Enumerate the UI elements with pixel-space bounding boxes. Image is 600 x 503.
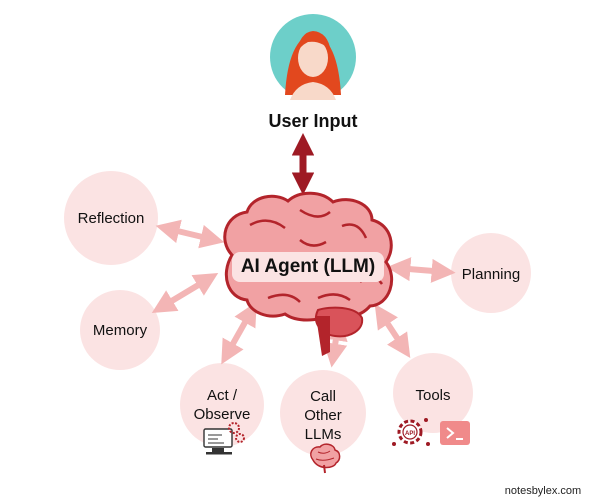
node-reflection-label: Reflection	[77, 210, 145, 227]
terminal-icon	[440, 421, 470, 445]
node-call-circle	[280, 370, 366, 456]
node-planning-label: Planning	[461, 266, 521, 283]
node-memory-label: Memory	[92, 322, 148, 339]
node-reflection-circle	[64, 171, 158, 265]
node-planning-circle	[451, 233, 531, 313]
node-act-circle	[180, 363, 264, 447]
api-gear-icon: API	[392, 418, 430, 446]
svg-text:API: API	[405, 431, 415, 437]
computer-gears-icon	[203, 422, 245, 455]
node-act-label: Act / Observe	[193, 387, 251, 423]
node-memory-circle	[80, 290, 160, 370]
ai-agent-label: AI Agent (LLM)	[232, 252, 384, 282]
arrow-tools	[374, 303, 411, 359]
user-avatar-icon	[270, 14, 356, 100]
node-tools-label: Tools	[415, 387, 451, 404]
node-tools-circle	[393, 353, 473, 433]
arrow-act	[221, 301, 257, 365]
user-input-title: User Input	[268, 111, 358, 131]
node-call-label: Call Other LLMs	[304, 388, 342, 443]
arrow-memory	[151, 273, 219, 313]
arrow-reflection	[155, 219, 225, 249]
small-brain-icon	[310, 443, 341, 474]
arrow-planning	[386, 257, 456, 283]
watermark: notesbylex.com	[504, 485, 582, 497]
